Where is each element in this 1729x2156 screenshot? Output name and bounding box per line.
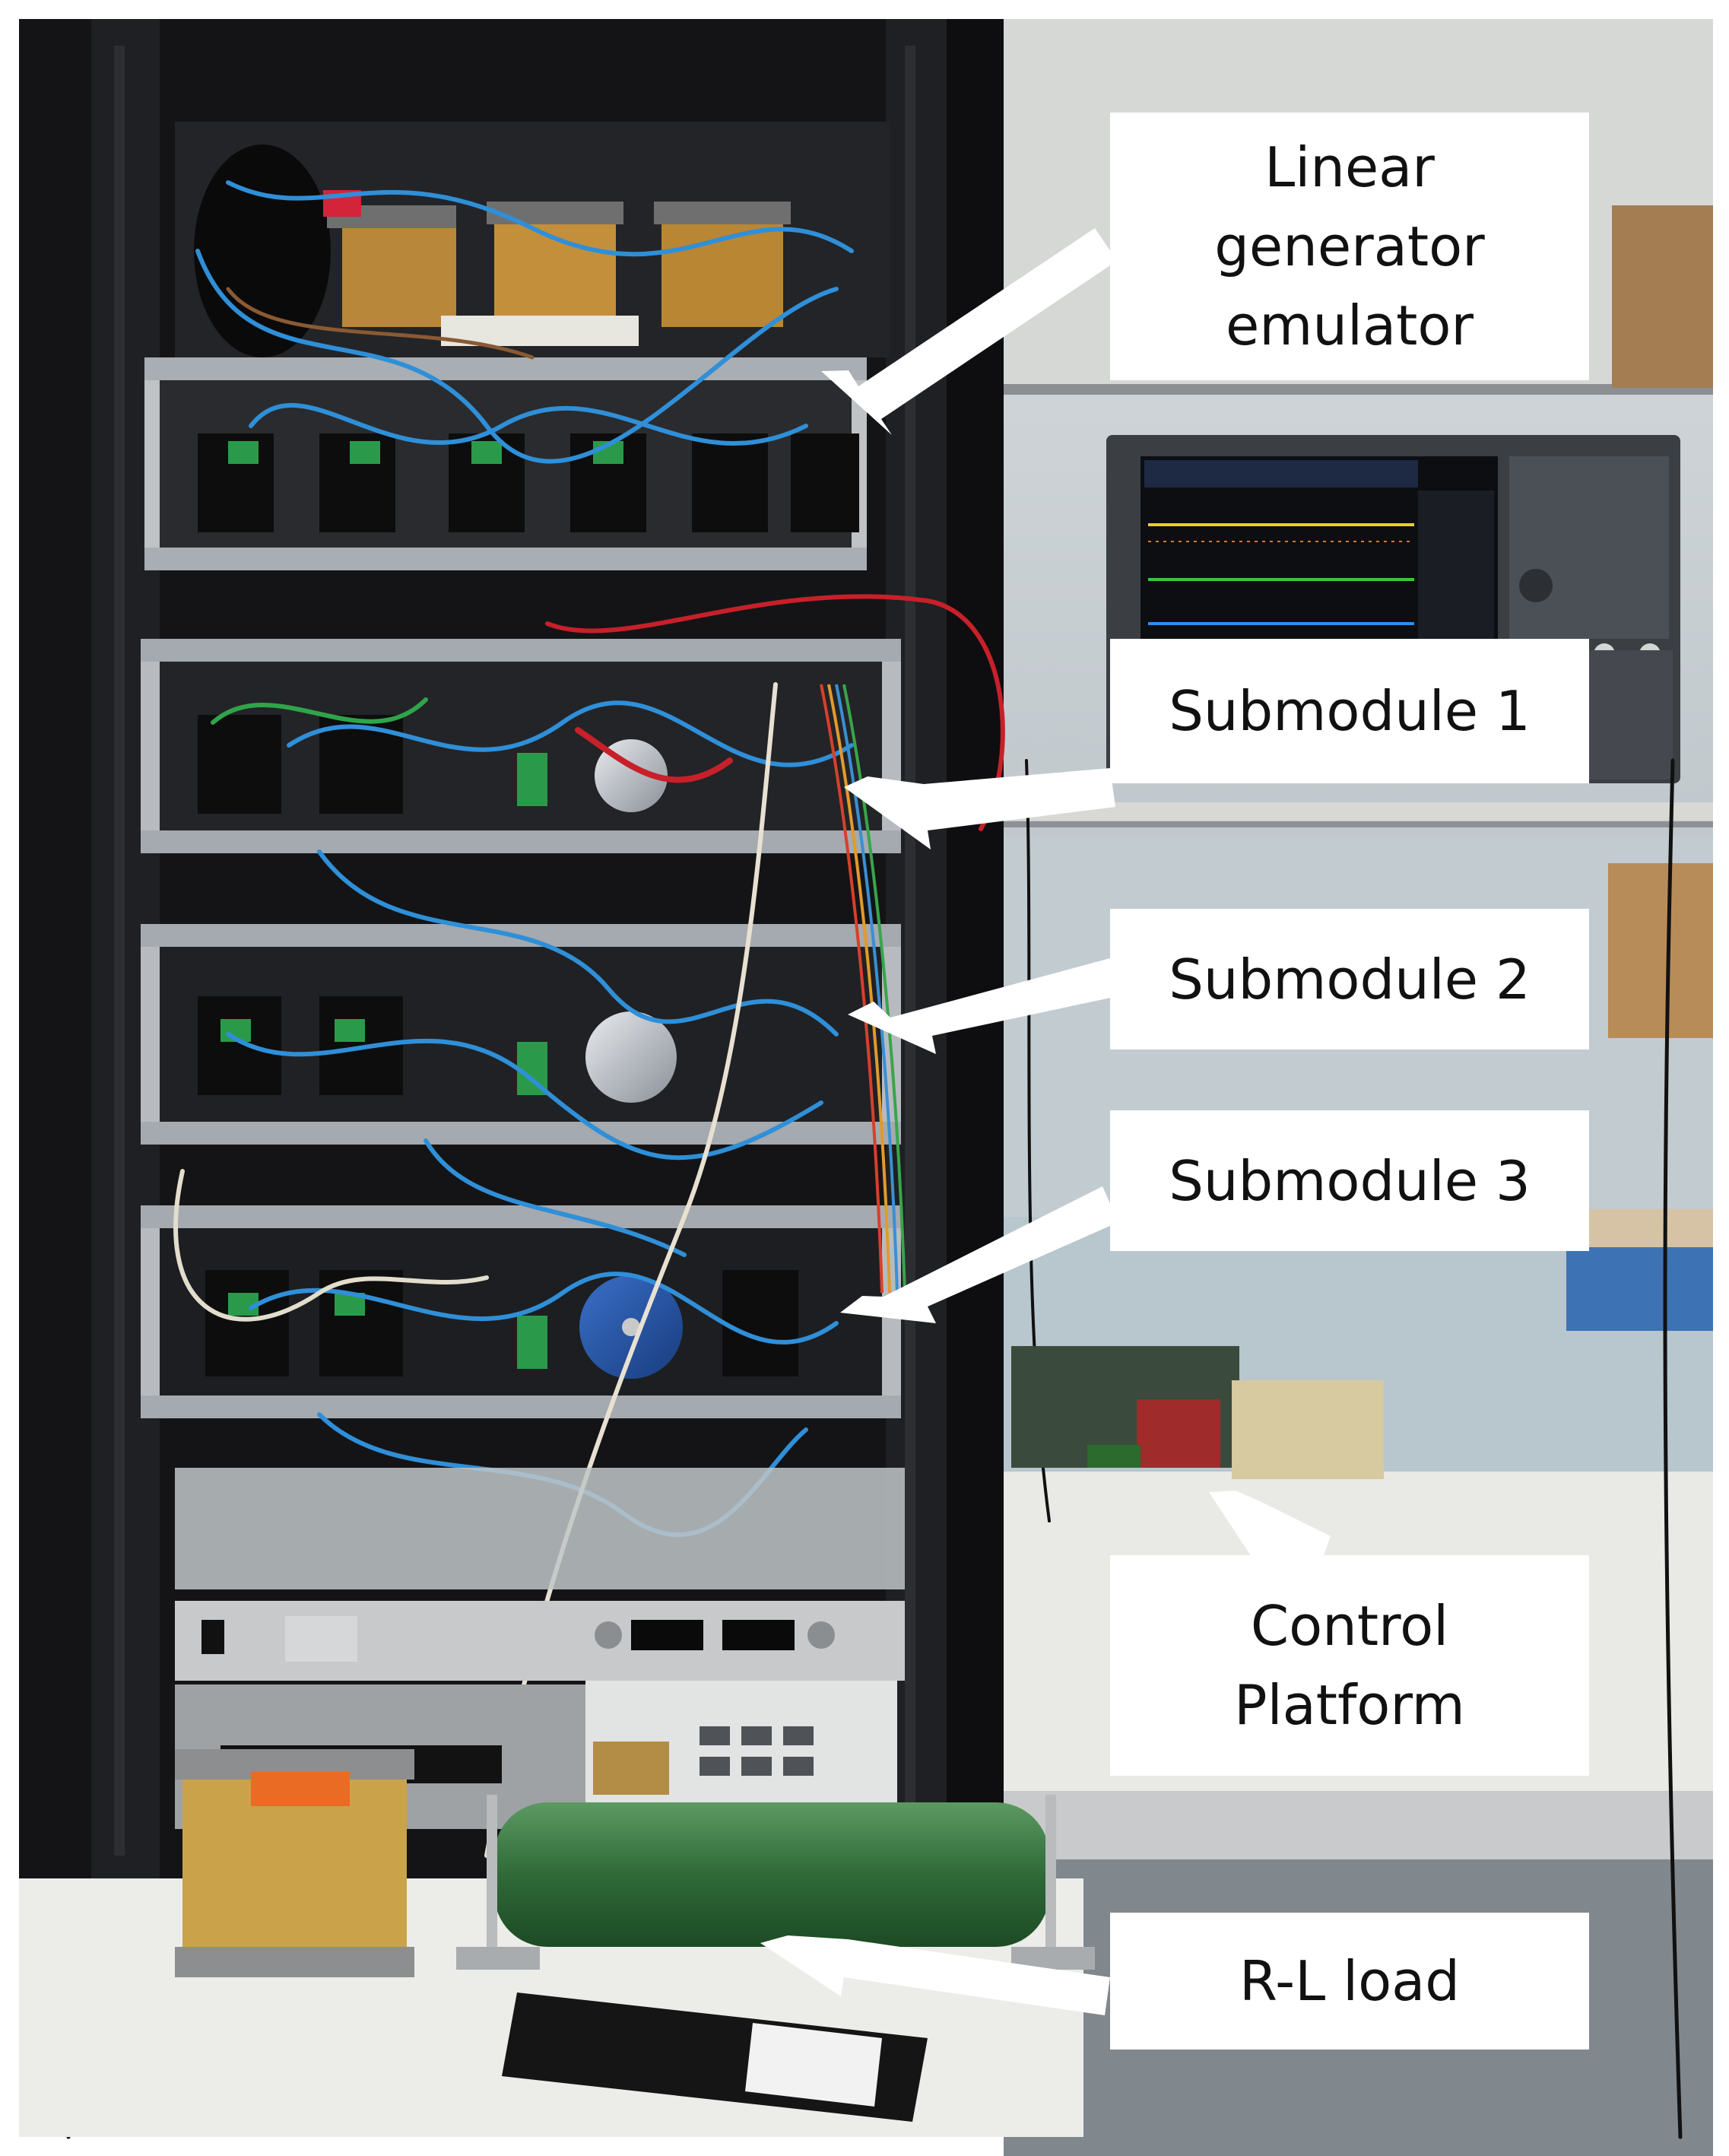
arrow-linear-generator <box>821 228 1117 435</box>
green-resistor <box>456 1795 1095 1970</box>
arrow-control-platform <box>1209 1491 1331 1574</box>
label-submodule-3: Submodule 3 <box>1110 1110 1589 1251</box>
label-control-platform: Control Platform <box>1110 1555 1589 1776</box>
label-submodule-2-text: Submodule 2 <box>1169 947 1531 1011</box>
capacitors <box>579 739 683 1379</box>
label-rl-load-text: R-L load <box>1239 1949 1460 2013</box>
module-chassis <box>141 357 901 1418</box>
control-board <box>1011 1346 1384 1479</box>
label-submodule-3-text: Submodule 3 <box>1169 1148 1531 1213</box>
label-rl-load: R-L load <box>1110 1913 1589 2050</box>
label-linear-generator-text: Linear generator emulator <box>1214 135 1485 357</box>
label-submodule-1: Submodule 1 <box>1110 639 1589 783</box>
ribbon-cables <box>820 684 906 1294</box>
arrow-submodule-1 <box>844 768 1115 849</box>
label-control-platform-text: Control Platform <box>1234 1594 1465 1737</box>
arrow-submodule-2 <box>848 958 1118 1054</box>
label-linear-generator-emulator: Linear generator emulator <box>1110 113 1589 380</box>
power-boards <box>198 433 859 1376</box>
terminal-blocks <box>220 441 623 1369</box>
label-submodule-1-text: Submodule 1 <box>1169 679 1531 743</box>
arrow-submodule-3 <box>840 1186 1118 1323</box>
current-probe <box>502 1992 928 2122</box>
arrow-rl-load <box>760 1935 1110 2015</box>
annotation-arrows <box>760 228 1331 2015</box>
bench-transformer <box>175 1749 414 1977</box>
label-submodule-2: Submodule 2 <box>1110 909 1589 1049</box>
